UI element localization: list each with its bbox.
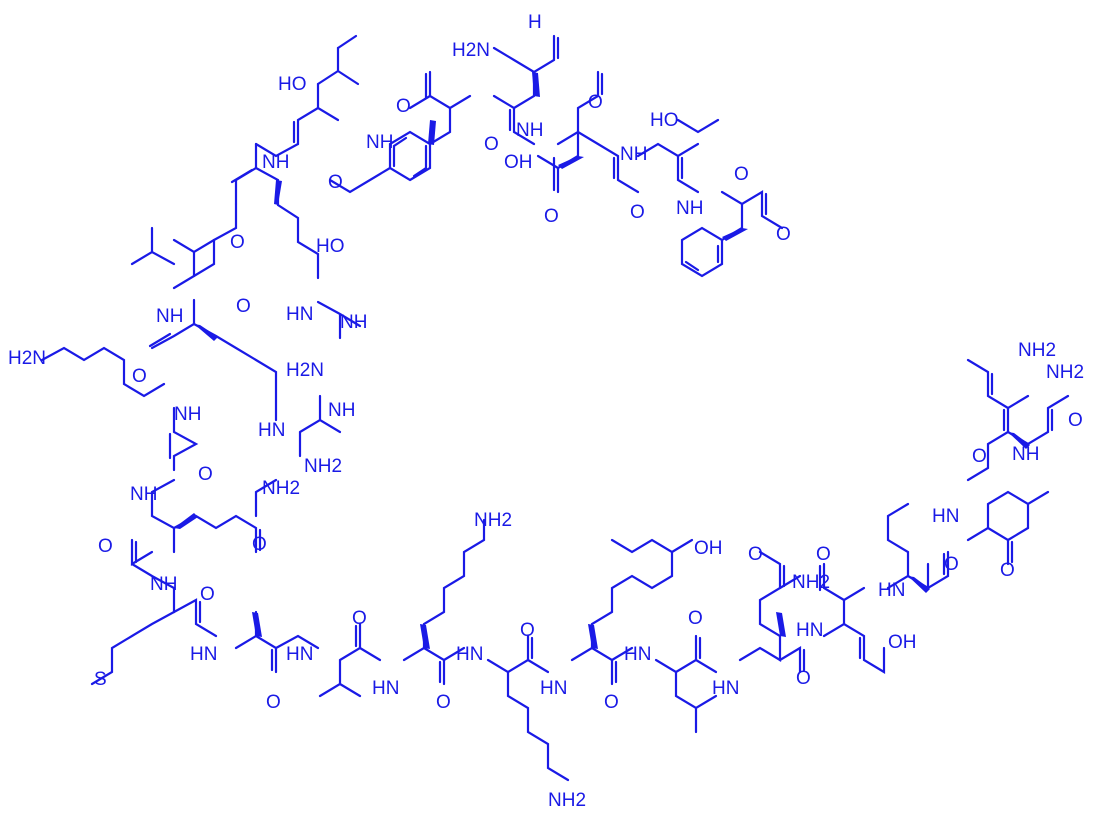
atom-label: H2N (452, 40, 490, 61)
atom-label: O (588, 92, 603, 113)
atom-label: O (230, 232, 245, 253)
atom-label: HO (278, 74, 307, 95)
atom-label: HN (932, 506, 959, 527)
atom-label: HN (286, 304, 313, 325)
atom-label-layer: HO NH NH O O H H2N NH O O OH O NH HO O N… (8, 12, 1084, 811)
atom-label: NH (328, 400, 355, 421)
atom-label: OH (888, 632, 917, 653)
atom-label: O (520, 620, 535, 641)
atom-label: O (252, 534, 267, 555)
atom-label: NH (1012, 444, 1039, 465)
atom-label: NH (174, 404, 201, 425)
atom-label: O (796, 668, 811, 689)
atom-label: O (734, 164, 749, 185)
atom-label: O (604, 692, 619, 713)
atom-label: O (236, 296, 251, 317)
atom-label: O (266, 692, 281, 713)
atom-label: O (132, 366, 147, 387)
atom-label: O (436, 692, 451, 713)
atom-label: O (1068, 410, 1083, 431)
atom-label: O (328, 172, 343, 193)
atom-label: NH2 (548, 790, 586, 811)
atom-label: OH (504, 152, 533, 173)
atom-label: O (484, 134, 499, 155)
atom-label: O (396, 96, 411, 117)
atom-label: NH (620, 144, 647, 165)
atom-label: HN (712, 678, 739, 699)
atom-label: O (816, 544, 831, 565)
atom-label: NH (676, 198, 703, 219)
atom-label: NH2 (1018, 340, 1056, 361)
atom-label: NH (150, 574, 177, 595)
atom-label: NH (516, 120, 543, 141)
atom-label: HN (190, 644, 217, 665)
atom-label: HN (456, 644, 483, 665)
atom-label: O (630, 202, 645, 223)
atom-label: HN (540, 678, 567, 699)
atom-label: O (1000, 560, 1015, 581)
atom-label: HN (878, 580, 905, 601)
atom-label: NH2 (304, 456, 342, 477)
atom-label: O (98, 536, 113, 557)
atom-label: O (352, 608, 367, 629)
atom-label: NH2 (474, 510, 512, 531)
stereo-wedge-layer (174, 72, 1030, 649)
atom-label: O (972, 446, 987, 467)
atom-label: HN (372, 678, 399, 699)
atom-label: NH2 (1046, 362, 1084, 383)
atom-label: NH (366, 132, 393, 153)
atom-label: NH2 (262, 478, 300, 499)
atom-label: O (748, 544, 763, 565)
atom-label: NH (156, 306, 183, 327)
atom-label: O (198, 464, 213, 485)
atom-label: O (200, 584, 215, 605)
atom-label: H2N (286, 360, 324, 381)
atom-label: HN (286, 644, 313, 665)
atom-label: H (528, 12, 542, 33)
atom-label: O (776, 224, 791, 245)
atom-label: NH2 (792, 572, 830, 593)
atom-label: O (544, 206, 559, 227)
atom-label: HN (624, 644, 651, 665)
atom-label: H2N (8, 348, 46, 369)
atom-label: HN (796, 620, 823, 641)
atom-label: NH (262, 152, 289, 173)
atom-label: HN (258, 420, 285, 441)
atom-label: OH (694, 538, 723, 559)
atom-label: HO (650, 110, 679, 131)
atom-label: O (944, 554, 959, 575)
atom-label: O (688, 608, 703, 629)
atom-label: HO (316, 236, 345, 257)
atom-label: NH (340, 312, 367, 333)
atom-label: S (94, 669, 107, 690)
atom-label: NH (130, 484, 157, 505)
